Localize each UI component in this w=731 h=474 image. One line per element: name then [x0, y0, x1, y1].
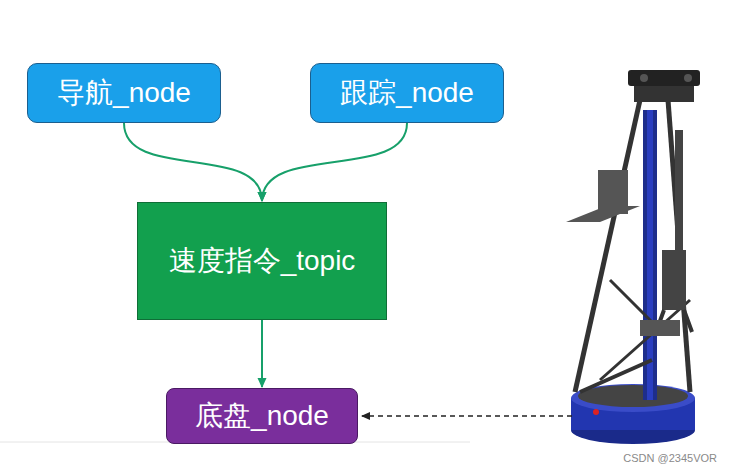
- watermark: CSDN @2345VOR: [623, 452, 717, 464]
- node-label: 速度指令_topic: [169, 242, 356, 280]
- connector: [262, 123, 407, 201]
- process-box: 跟踪_node: [310, 63, 504, 123]
- connector: [124, 123, 262, 201]
- process-box: 导航_node: [27, 63, 221, 123]
- node-label: 底盘_node: [195, 397, 329, 435]
- topic-box: 速度指令_topic: [137, 202, 387, 320]
- node-label: 跟踪_node: [340, 74, 474, 112]
- connector: [261, 320, 263, 387]
- dashed-arrow: [362, 415, 572, 417]
- node-label: 导航_node: [57, 74, 191, 112]
- process-box: 底盘_node: [166, 388, 358, 444]
